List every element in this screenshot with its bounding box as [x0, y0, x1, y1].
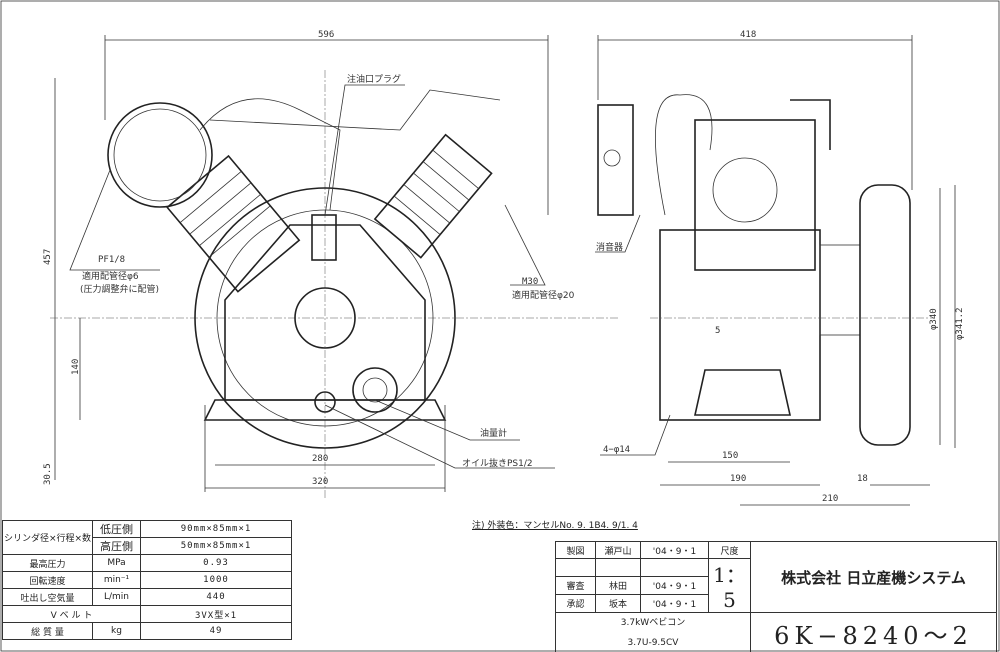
dim-190: 190 — [730, 474, 746, 484]
high-side-value: 50mm×85mm×1 — [140, 537, 292, 555]
spec-unit: min⁻¹ — [92, 571, 141, 589]
spec-unit: kg — [92, 622, 141, 640]
dim-pulley-341-2: φ341.2 — [955, 307, 965, 340]
dim-280: 280 — [312, 454, 328, 464]
product-name: 3.7kWベビコン 3.7U-9.5CV — [555, 612, 751, 652]
dim-18: 18 — [857, 474, 868, 484]
dim-140: 140 — [71, 359, 81, 375]
high-side-label: 高圧側 — [92, 537, 141, 555]
approved-by: 坂本 — [595, 594, 641, 613]
spec-value: 49 — [140, 622, 292, 640]
spec-table: シリンダ径×行程×数 低圧側 90mm×85mm×1 高圧側 50mm×85mm… — [2, 520, 292, 640]
low-side-value: 90mm×85mm×1 — [140, 520, 292, 538]
dim-210: 210 — [822, 494, 838, 504]
spec-value: 3VX型×1 — [140, 605, 292, 623]
scale-value: 1：5 — [708, 558, 751, 613]
dim-150: 150 — [722, 451, 738, 461]
approved-label: 承認 — [555, 594, 596, 613]
label-mount-holes: 4−φ14 — [603, 445, 630, 455]
spec-unit: L/min — [92, 588, 141, 606]
low-side-label: 低圧側 — [92, 520, 141, 538]
label-oil-gauge: 油量計 — [480, 427, 507, 439]
dim-418: 418 — [740, 30, 756, 40]
checked-label: 審査 — [555, 576, 596, 595]
drawing-number: 6K−8240〜2 — [750, 612, 997, 652]
spec-value: 1000 — [140, 571, 292, 589]
dim-596: 596 — [318, 30, 334, 40]
paint-note: 注) 外装色：マンセルNo. 9. 1B4. 9/1. 4 — [472, 521, 638, 531]
dim-5: 5 — [715, 326, 720, 336]
checked-date: '04・9・1 — [640, 576, 709, 595]
label-pf-note: (圧力調整弁に配管) — [80, 283, 159, 295]
label-pf-pipe: 適用配管径φ6 — [82, 270, 139, 282]
spec-label: 回転速度 — [2, 571, 93, 589]
spec-label: 吐出し空気量 — [2, 588, 93, 606]
drawn-label: 製図 — [555, 541, 596, 559]
side-view: 418 φ340 φ341.2 5 150 190 210 18 4−φ14 消… — [595, 30, 965, 506]
dim-30-5: 30.5 — [43, 463, 53, 485]
checked-by: 林田 — [595, 576, 641, 595]
cylinder-label: シリンダ径×行程×数 — [2, 520, 93, 555]
label-oil-fill-plug: 注油口プラグ — [347, 73, 401, 85]
scale-label: 尺度 — [708, 541, 751, 559]
dim-pulley-340: φ340 — [929, 308, 939, 330]
label-m30-pipe: 適用配管径φ20 — [512, 289, 575, 301]
approved-date: '04・9・1 — [640, 594, 709, 613]
dim-320: 320 — [312, 477, 328, 487]
label-m30: M30 — [522, 277, 538, 287]
drawn-date: '04・9・1 — [640, 541, 709, 559]
dim-457: 457 — [43, 249, 53, 265]
spec-value: 440 — [140, 588, 292, 606]
label-silencer: 消音器 — [596, 241, 623, 253]
spec-unit: MPa — [92, 554, 141, 572]
label-oil-drain: オイル抜きPS1/2 — [462, 457, 533, 469]
drawn-by: 瀬戸山 — [595, 541, 641, 559]
spec-value: 0.93 — [140, 554, 292, 572]
product-line2: 3.7U-9.5CV — [627, 638, 679, 648]
spec-label: 総 質 量 — [2, 622, 93, 640]
spec-label: 最高圧力 — [2, 554, 93, 572]
front-view: 596 457 140 30.5 280 320 注油口プラグ PF1/8 適 — [43, 30, 620, 500]
company-name: 株式会社 日立産機システム — [750, 541, 997, 613]
product-line1: 3.7kWベビコン — [620, 618, 686, 628]
spec-label: V ベ ル ト — [2, 605, 141, 623]
label-pf-port: PF1/8 — [98, 255, 125, 265]
